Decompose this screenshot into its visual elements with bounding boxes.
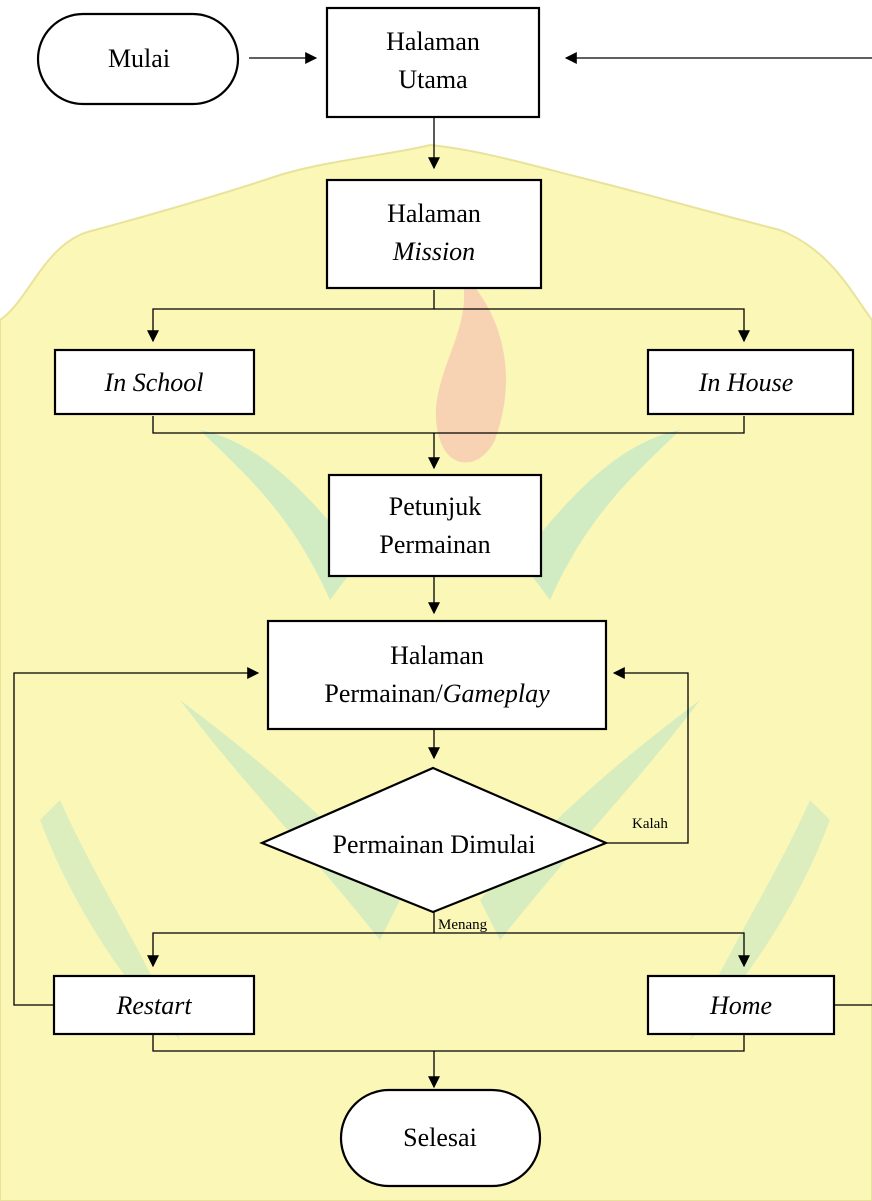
win-label: Menang	[438, 917, 488, 933]
start-label: Mulai	[108, 44, 170, 73]
node-end: Selesai	[339, 1088, 542, 1188]
gameplay-label-line2: Permainan/Gameplay	[324, 679, 550, 708]
in-school-label: In School	[104, 368, 204, 397]
mission-label-line1: Halaman	[387, 199, 481, 228]
end-label: Selesai	[403, 1123, 477, 1152]
edge-merge-to-guide	[152, 416, 745, 434]
home-label: Home	[709, 991, 772, 1020]
main-label-line2: Utama	[398, 65, 468, 94]
guide-label-line2: Permainan	[379, 530, 490, 559]
in-house-label: In House	[698, 368, 794, 397]
edge-lose-loop	[606, 667, 689, 844]
node-start: Mulai	[36, 12, 240, 106]
edge-restart-loop-line	[13, 667, 260, 1006]
gameplay-label-plain: Permainan/	[324, 679, 443, 708]
node-gameplay-page: Halaman Permainan/Gameplay	[266, 619, 608, 731]
edge-win-split	[147, 912, 435, 968]
node-restart: Restart	[52, 974, 256, 1036]
node-mission-page: Halaman Mission	[325, 178, 543, 290]
node-in-school: In School	[53, 348, 256, 416]
gameplay-label-italic: Gameplay	[443, 679, 550, 708]
node-main-page: Halaman Utama	[325, 6, 541, 119]
guide-label-line1: Petunjuk	[389, 492, 481, 521]
gameplay-label-line1: Halaman	[390, 641, 484, 670]
lower-connectors	[13, 667, 872, 1089]
edge-merge-to-end-line	[152, 1034, 745, 1052]
mission-label-line2: Mission	[392, 237, 475, 266]
edge-mission-split	[147, 290, 435, 343]
lose-label: Kalah	[632, 816, 668, 832]
node-guide: Petunjuk Permainan	[327, 473, 543, 578]
decision-label: Permainan Dimulai	[333, 830, 536, 859]
node-in-house: In House	[646, 348, 855, 416]
connectors	[147, 52, 872, 968]
node-decision: Permainan Dimulai	[259, 766, 609, 914]
node-home: Home	[646, 974, 836, 1036]
restart-label: Restart	[115, 991, 192, 1020]
watermark-flame	[435, 270, 507, 463]
main-label-line1: Halaman	[386, 27, 480, 56]
